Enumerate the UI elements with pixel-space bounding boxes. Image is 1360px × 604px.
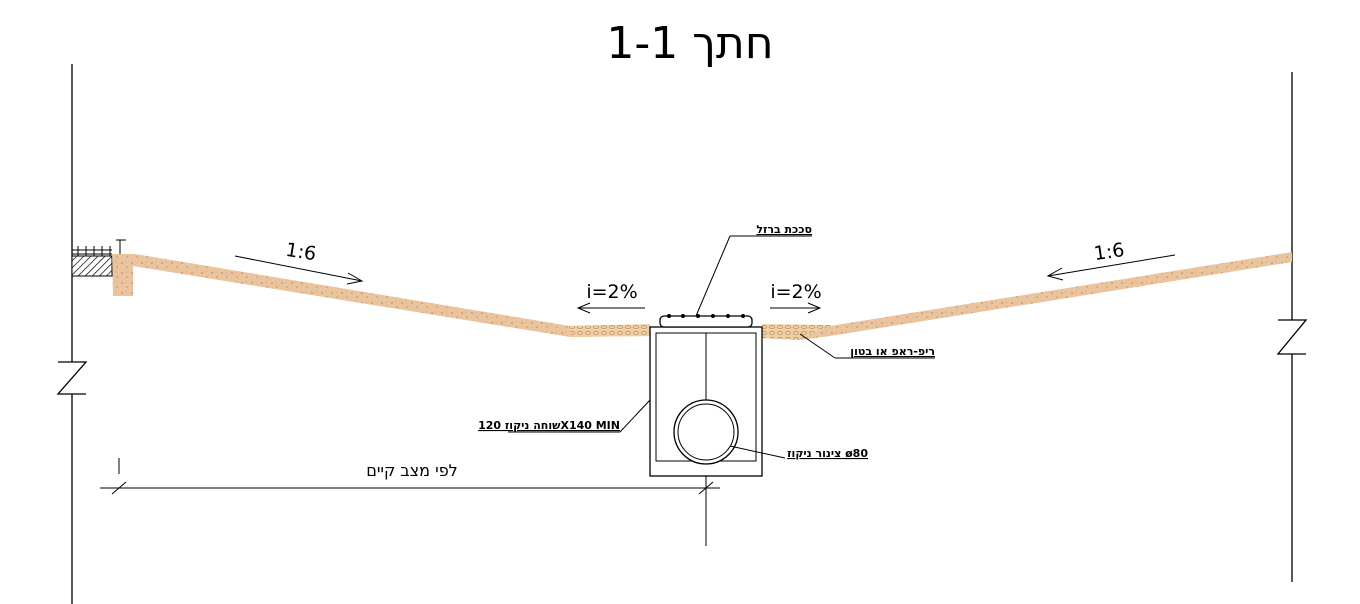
grade-annotation-right: i=2% bbox=[770, 281, 822, 314]
dimension-label: לפי מצב קיים bbox=[366, 461, 458, 480]
riprap-left bbox=[568, 324, 650, 337]
riprap-right bbox=[762, 324, 832, 340]
slope-annotation-right: 1:6 bbox=[1046, 239, 1176, 281]
grate-label: סככת ברזל bbox=[756, 223, 812, 236]
svg-text:i=2%: i=2% bbox=[770, 281, 821, 303]
right-slope-fill bbox=[762, 252, 1292, 340]
riprap-label: ריפ-ראפ או בטון bbox=[850, 345, 935, 358]
riprap-leader bbox=[799, 333, 836, 359]
svg-text:1:6: 1:6 bbox=[1092, 239, 1125, 265]
pipe-leader bbox=[729, 445, 786, 459]
drainage-pipe bbox=[673, 399, 739, 465]
pipe-label: צינור ניקוז ø80 bbox=[787, 447, 868, 460]
right-boundary-line bbox=[1276, 72, 1308, 582]
dimension-line: לפי מצב קיים bbox=[100, 458, 720, 546]
slope-annotation-left: 1:6 bbox=[234, 239, 364, 285]
manhole-leader bbox=[619, 399, 651, 433]
svg-text:i=2%: i=2% bbox=[586, 281, 637, 303]
left-boundary-line bbox=[56, 64, 88, 604]
grade-annotation-left: i=2% bbox=[576, 281, 645, 314]
left-slope-fill bbox=[112, 254, 650, 337]
section-title: חתך 1-1 bbox=[606, 18, 773, 69]
svg-text:1:6: 1:6 bbox=[284, 239, 318, 266]
manhole-label: שוחה ניקוז 120X140 MIN bbox=[478, 419, 620, 432]
grate-leader bbox=[695, 235, 731, 317]
